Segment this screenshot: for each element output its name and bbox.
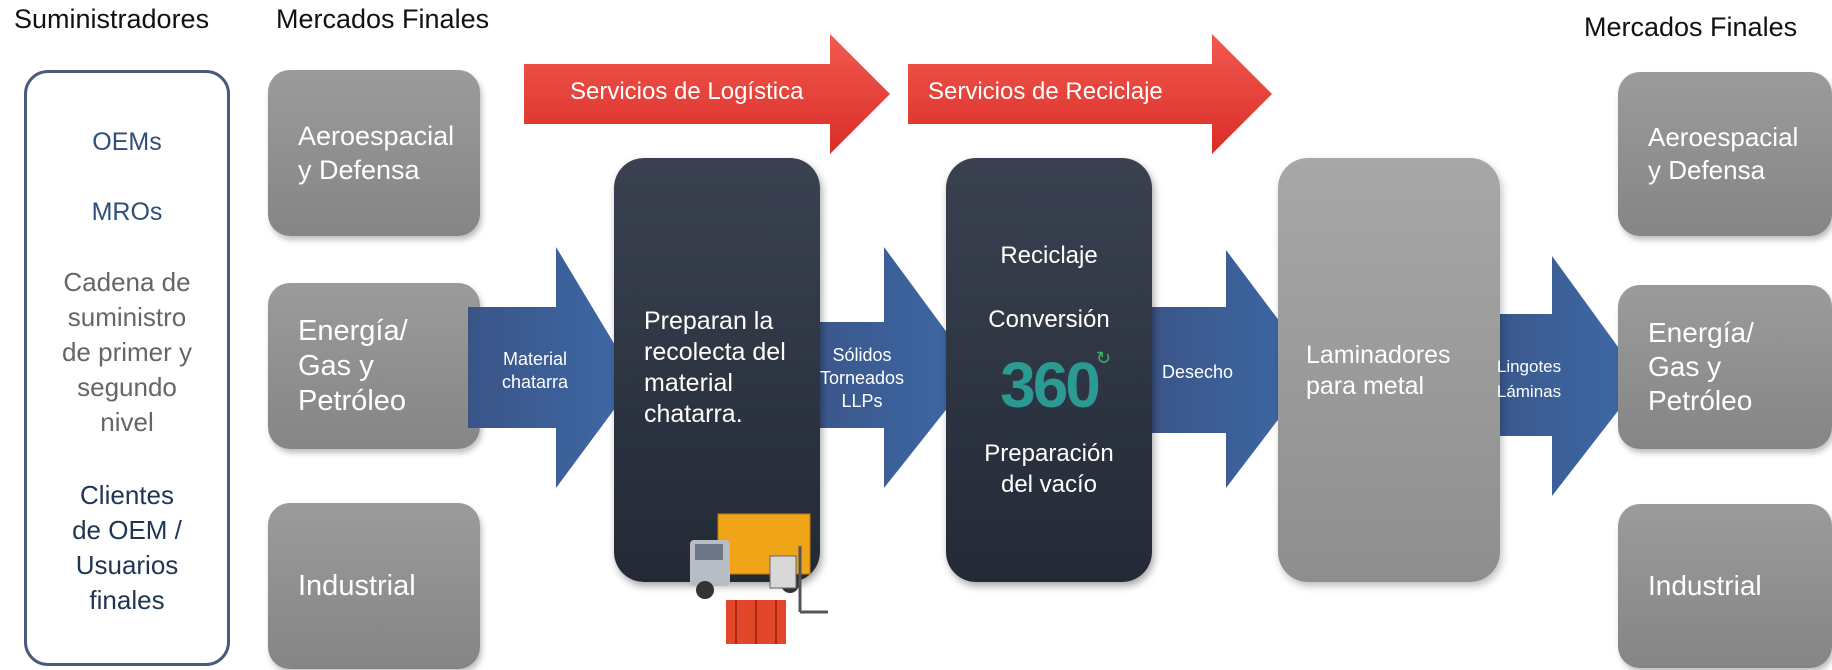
market-aero-right-label: Aeroespacial y Defensa — [1648, 122, 1799, 185]
market-aero-right: Aeroespacial y Defensa — [1618, 72, 1832, 236]
markets-header-left: Mercados Finales — [276, 4, 490, 34]
prepare-collection-box: Preparan la recolecta del material chata… — [614, 158, 820, 582]
recycling-step-conversion: Conversión — [988, 306, 1110, 333]
recycling-step-reciclaje: Reciclaje — [1000, 242, 1098, 269]
suppliers-panel: OEMs MROs Cadena de suministro de primer… — [24, 70, 230, 666]
truck-icon — [690, 513, 811, 599]
rolling-mills-box — [1278, 158, 1500, 582]
logo-360: 360 — [1000, 349, 1101, 421]
recycling-service-label: Servicios de Reciclaje — [928, 78, 1163, 105]
supplier-end-users: Clientes de OEM / Usuarios finales — [72, 480, 182, 615]
market-energy-right: Energía/ Gas y Petróleo — [1618, 285, 1832, 449]
recycling-step-preparacion: Preparación del vacío — [984, 440, 1114, 498]
recycling-box: Reciclaje Conversión 360 ↻ Preparación d… — [946, 158, 1152, 582]
market-industrial-left-label: Industrial — [298, 569, 416, 602]
markets-header-right: Mercados Finales — [1584, 12, 1798, 42]
waste-label: Desecho — [1162, 362, 1234, 382]
scrap-material-arrow — [468, 247, 636, 488]
supplier-tier-chain: Cadena de suministro de primer y segundo… — [61, 267, 193, 437]
suppliers-header: Suministradores — [14, 4, 210, 34]
rolling-mills-label: Laminadores para metal — [1306, 341, 1451, 400]
market-industrial-right: Industrial — [1618, 504, 1832, 668]
waste-arrow — [1140, 250, 1316, 488]
supplier-oems: OEMs — [92, 128, 162, 156]
logo-360-refresh-icon: ↻ — [1096, 348, 1112, 368]
solids-label: Sólidos Torneados LLPs — [819, 345, 905, 411]
market-energy-right-label: Energía/ Gas y Petróleo — [1648, 317, 1754, 416]
market-aero-left: Aeroespacial y Defensa — [268, 70, 480, 236]
recycling-service-arrow — [908, 34, 1272, 154]
market-industrial-right-label: Industrial — [1648, 570, 1762, 601]
pallet-icon — [726, 600, 786, 644]
supplier-mros: MROs — [91, 198, 163, 226]
ingots-arrow — [1466, 256, 1642, 496]
market-industrial-left: Industrial — [268, 503, 480, 669]
logistics-service-arrow — [524, 34, 890, 154]
market-aero-left-label: Aeroespacial y Defensa — [298, 121, 455, 185]
ingots-label: Lingotes Láminas — [1496, 357, 1562, 401]
prepare-collection-label: Preparan la recolecta del material chata… — [644, 307, 786, 428]
market-energy-left: Energía/ Gas y Petróleo — [268, 283, 480, 449]
scrap-material-label: Material chatarra — [501, 349, 569, 392]
market-energy-left-label: Energía/ Gas y Petróleo — [298, 314, 408, 417]
solids-arrow — [796, 247, 976, 488]
logistics-service-label: Servicios de Logística — [570, 78, 804, 105]
forklift-icon — [769, 546, 828, 614]
